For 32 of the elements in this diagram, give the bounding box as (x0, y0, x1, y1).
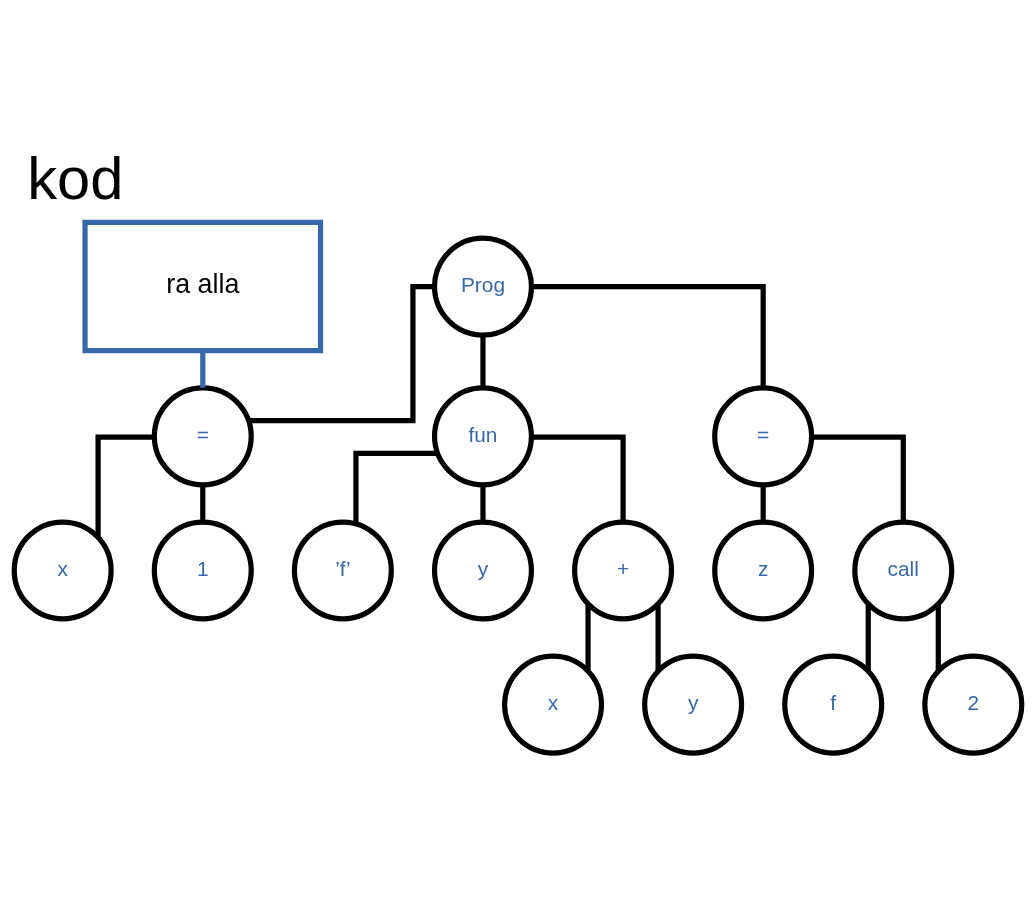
node-circle: Prog (431, 235, 534, 338)
connector (811, 433, 906, 522)
connector (480, 334, 486, 387)
connector (865, 603, 871, 671)
node-circle: + (572, 518, 675, 621)
node-circle: = (151, 384, 254, 487)
connector (200, 350, 206, 388)
node-circle: call (852, 518, 955, 621)
connector (200, 484, 206, 522)
node-circle: z (712, 518, 815, 621)
node-circle: fun (431, 384, 534, 487)
node-circle: = (712, 384, 815, 487)
connector (585, 603, 591, 671)
connector (531, 283, 766, 388)
node-circle: 1 (151, 518, 254, 621)
node-circle: ’f’ (291, 518, 394, 621)
diagram-title: kod (27, 144, 124, 212)
connector (480, 484, 486, 522)
node-circle: y (642, 653, 745, 756)
connector (655, 603, 661, 671)
node-circle: f (782, 653, 885, 756)
connector (760, 484, 766, 522)
connector (248, 283, 435, 423)
connector (353, 450, 438, 524)
connector (95, 433, 155, 537)
node-circle: y (431, 518, 534, 621)
node-box: ra alla (82, 219, 324, 353)
connector (531, 433, 626, 522)
connector (935, 603, 941, 671)
node-circle: x (501, 653, 605, 756)
node-circle: 2 (922, 653, 1025, 756)
node-circle: x (11, 518, 114, 621)
